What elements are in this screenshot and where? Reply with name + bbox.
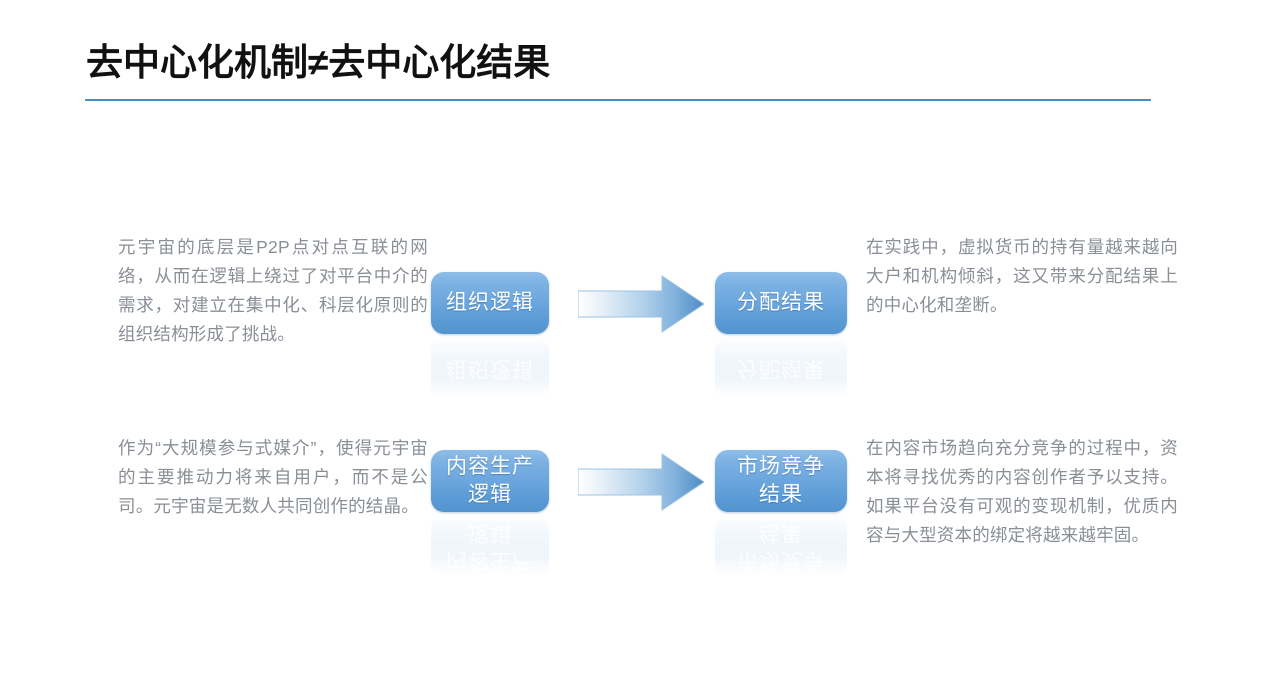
paragraph-left-top: 元宇宙的底层是P2P点对点互联的网络，从而在逻辑上绕过了对平台中介的需求，对建立… xyxy=(118,237,428,344)
box-content-logic-reflection-label: 内容生产 逻辑 xyxy=(446,521,534,572)
box-market-result[interactable]: 市场竞争 结果 市场竞争 结果 xyxy=(715,450,847,577)
box-org-logic-label: 组织逻辑 xyxy=(446,291,534,314)
box-alloc-result[interactable]: 分配结果 分配结果 xyxy=(715,272,847,399)
box-alloc-result-body[interactable]: 分配结果 xyxy=(715,272,847,334)
box-alloc-result-reflection-label: 分配结果 xyxy=(737,357,825,380)
paragraph-right-top: 在实践中，虚拟货币的持有量越来越向大户和机构倾斜，这又带来分配结果上的中心化和垄… xyxy=(866,237,1178,315)
box-market-result-body[interactable]: 市场竞争 结果 xyxy=(715,450,847,512)
box-content-logic-body[interactable]: 内容生产 逻辑 xyxy=(431,450,549,512)
arrow-right-icon-bottom xyxy=(577,452,705,512)
page-title: 去中心化机制≠去中心化结果 xyxy=(86,42,551,83)
box-org-logic[interactable]: 组织逻辑 组织逻辑 xyxy=(431,272,549,399)
title-divider xyxy=(85,99,1151,101)
box-org-logic-reflection: 组织逻辑 xyxy=(431,337,549,399)
box-content-logic[interactable]: 内容生产 逻辑 内容生产 逻辑 xyxy=(431,450,549,577)
box-content-logic-reflection: 内容生产 逻辑 xyxy=(431,515,549,577)
box-alloc-result-label: 分配结果 xyxy=(737,291,825,314)
box-content-logic-label: 内容生产 逻辑 xyxy=(446,455,534,506)
box-org-logic-body[interactable]: 组织逻辑 xyxy=(431,272,549,334)
paragraph-left-bottom: 作为“大规模参与式媒介”，使得元宇宙的主要推动力将来自用户，而不是公司。元宇宙是… xyxy=(118,438,428,516)
paragraph-right-bottom: 在内容市场趋向充分竞争的过程中，资本将寻找优秀的内容创作者予以支持。如果平台没有… xyxy=(866,438,1178,545)
box-alloc-result-reflection: 分配结果 xyxy=(715,337,847,399)
box-org-logic-reflection-label: 组织逻辑 xyxy=(446,357,534,380)
arrow-right-icon-top xyxy=(577,274,705,334)
box-market-result-label: 市场竞争 结果 xyxy=(737,455,825,506)
box-market-result-reflection-label: 市场竞争 结果 xyxy=(737,521,825,572)
box-market-result-reflection: 市场竞争 结果 xyxy=(715,515,847,577)
